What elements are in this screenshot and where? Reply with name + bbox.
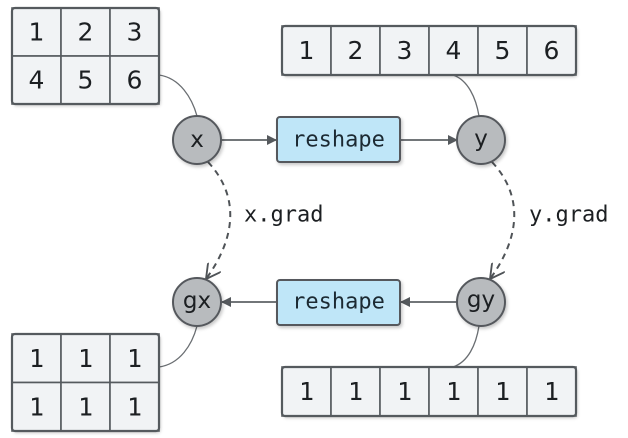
array-cell-value: 1 [127,344,142,373]
array-cell-value: 1 [78,392,93,421]
array-cell [11,333,62,384]
gy-data-array: 1 1 1 1 1 1 [280,365,578,418]
array-cell-value: 4 [29,66,45,95]
array-cell-value: 1 [299,377,314,406]
array-cell-value: 1 [348,377,363,406]
array-cell-value: 1 [29,392,44,421]
node-gx-label: gx [183,288,211,314]
array-cell-value: 1 [78,344,93,373]
array-cell-value: 4 [446,36,462,65]
node-gx [172,277,222,327]
array-cell [60,7,111,57]
array-frame [10,332,161,433]
reshape-backward-label: reshape [292,290,385,315]
array-cell-value: 2 [348,36,364,65]
array-frame [280,365,578,418]
array-cell-value: 1 [544,377,559,406]
array-cell-value: 3 [127,18,143,47]
node-x-label: x [190,127,204,153]
array-cell-value: 1 [397,377,412,406]
y-grad-arrow [490,161,516,279]
array-cell-value: 1 [29,344,44,373]
array-cell-value: 1 [446,377,461,406]
array-frame [280,24,578,77]
array-cell [11,7,62,57]
array-cell [330,25,381,76]
x-grad-arrow [206,161,232,279]
array-cell [477,25,528,76]
array-cell-value: 2 [78,18,94,47]
array-cell [109,381,160,432]
gx-data-array: 1 1 1 1 1 1 [10,332,161,433]
y-data-array: 1 2 3 4 5 6 [280,24,578,77]
y-data-link [452,74,480,117]
array-cell-value: 6 [544,36,560,65]
array-cell-value: 1 [127,392,142,421]
node-x [172,115,222,165]
array-cell-value: 5 [495,36,511,65]
reshape-function-forward [276,116,401,163]
node-y [456,115,506,165]
array-cell [428,366,479,417]
node-y-label: y [474,126,488,152]
x-data-link [158,74,198,117]
array-cell-value: 6 [127,66,143,95]
array-cell-value: 1 [495,377,510,406]
node-gy-label: gy [467,287,495,313]
node-gy [456,277,506,327]
x-data-array: 1 2 3 4 5 6 [10,6,161,106]
x-grad-label: x.grad [244,203,323,228]
y-grad-label: y.grad [529,203,608,228]
reshape-function-backward [276,279,401,326]
array-cell-value: 1 [299,36,315,65]
array-frame [10,6,161,106]
array-cell-value: 3 [397,36,413,65]
array-cell [526,366,577,417]
array-cell [428,25,479,76]
reshape-forward-label: reshape [292,128,385,153]
array-cell-value: 5 [78,66,94,95]
gx-data-link [158,325,198,368]
gy-data-link [452,325,480,368]
array-cell [109,333,160,384]
array-cell-value: 1 [29,18,45,47]
